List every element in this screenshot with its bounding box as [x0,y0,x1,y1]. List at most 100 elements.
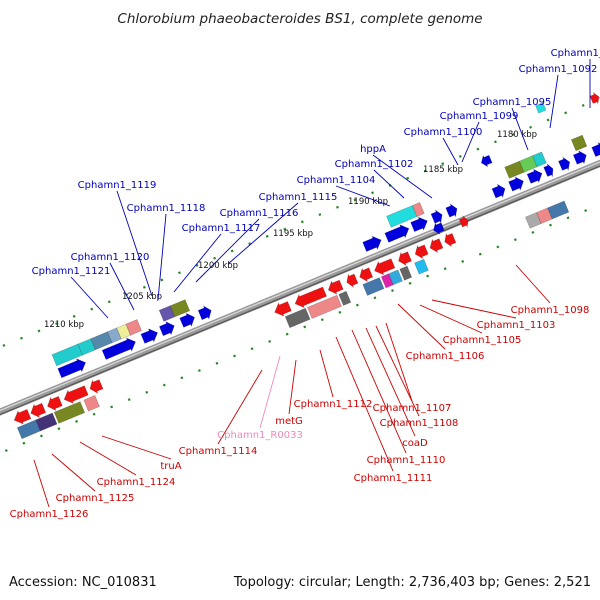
gene-box-small [535,102,547,114]
gene-label-cphamn1-1115[interactable]: Cphamn1_1115 [259,192,338,203]
gene-box-lower [307,294,342,319]
tick-mark [55,322,59,326]
gene-label-cphamn1-1098[interactable]: Cphamn1_1098 [511,305,590,316]
gene-arrow-forward [430,209,443,225]
tick-mark [318,213,322,216]
tick-mark [458,154,462,158]
tick-mark [564,111,568,115]
gene-arrow-reverse [359,267,374,283]
gene-box-lower [83,395,100,412]
leader-line [442,137,459,166]
gene-label-cphamn1-1121[interactable]: Cphamn1_1121 [32,266,111,277]
gene-arrow-forward [384,224,410,243]
lower-tick-track [4,209,588,452]
gene-label-cphamn1-1099[interactable]: Cphamn1_1099 [440,111,519,122]
gene-label-cphamn1-1124[interactable]: Cphamn1_1124 [97,477,176,488]
tick-mark [180,376,184,380]
gene-label-cphamn1-1111[interactable]: Cphamn1_1111 [354,473,433,484]
tick-mark [531,230,535,234]
gene-box-lower [338,290,352,306]
tick-mark [233,354,236,358]
gene-arrow-forward [362,235,382,252]
leader-line [157,213,167,301]
leader-line [335,336,394,472]
gene-label-cphamn1-1118[interactable]: Cphamn1_1118 [127,203,206,214]
tick-mark [478,252,482,256]
gene-box-upper [169,299,191,318]
tick-mark [566,216,570,220]
leader-line [79,441,137,476]
gene-arrow-forward [101,337,136,360]
tick-mark [248,242,252,246]
gene-label-cphamn1-1104[interactable]: Cphamn1_1104 [297,175,376,186]
gene-box-upper [412,202,425,217]
map-title: Chlorobium phaeobacteroides BS1, complet… [117,11,482,27]
tick-mark [160,278,164,282]
leader-line [511,107,529,151]
gene-label-cphamn1-1102[interactable]: Cphamn1_1102 [335,159,414,170]
tick-mark [426,274,430,278]
tick-mark [178,271,181,275]
gene-arrow-reverse [47,396,63,412]
tick-mark [22,441,26,445]
gene-arrow-reverse [398,251,412,267]
gene-arrow-forward [140,328,158,344]
gene-label-cphamn1-1126[interactable]: Cphamn1_1126 [10,509,89,520]
tick-mark [546,118,550,122]
leader-line [33,459,50,508]
kbp-label-1180: 1180 kbp [497,130,537,140]
gene-label-cphamn1-1095[interactable]: Cphamn1_1095 [473,97,552,108]
gene-label-metg[interactable]: metG [275,416,303,427]
gene-arrow-small [433,222,445,235]
tick-mark [39,434,43,438]
leader-line [397,303,446,350]
gene-label-cphamn1-1087[interactable]: Cphamn1_1087 [551,48,600,59]
leader-line [335,185,391,207]
gene-label-cphamn1-1092[interactable]: Cphamn1_1092 [519,64,598,75]
gene-label-cphamn1-1112[interactable]: Cphamn1_1112 [294,399,373,410]
gene-arrow-reverse [13,409,32,425]
leader-line [373,169,405,199]
gene-label-cphamn1-1106[interactable]: Cphamn1_1106 [406,351,485,362]
gene-label-cphamn1-1110[interactable]: Cphamn1_1110 [367,455,446,466]
tick-mark [110,405,114,409]
gene-label-cphamn1-1116[interactable]: Cphamn1_1116 [220,208,299,219]
gene-arrow-forward [558,156,571,172]
gene-box-upper [532,151,547,168]
tick-mark [320,318,324,322]
gene-arrow-reverse [327,279,344,295]
gene-label-cphamn1-1120[interactable]: Cphamn1_1120 [71,252,150,263]
tick-mark [441,162,445,166]
gene-arrow-reverse [374,258,396,276]
tick-mark [2,343,6,347]
leader-line [288,359,297,415]
gene-label-cphamn1-1119[interactable]: Cphamn1_1119 [78,180,157,191]
gene-label-cphamn1-1114[interactable]: Cphamn1_1114 [179,446,258,457]
gene-label-cphamn1-1100[interactable]: Cphamn1_1100 [404,127,483,138]
gene-label-cphamn1-r0033[interactable]: Cphamn1_R0033 [217,430,303,441]
gene-label-hppa[interactable]: hppA [360,144,386,155]
gene-arrow-small [589,91,600,105]
gene-box-upper [125,319,142,336]
gene-label-cphamn1-1103[interactable]: Cphamn1_1103 [477,320,556,331]
gene-label-cphamn1-1105[interactable]: Cphamn1_1105 [443,335,522,346]
tick-mark [373,296,377,300]
tick-mark [443,267,447,271]
gene-label-cphamn1-1117[interactable]: Cphamn1_1117 [182,223,261,234]
tick-mark [72,314,76,318]
gene-label-coad[interactable]: coaD [402,438,428,449]
backbone-highlight [0,161,600,412]
gene-label-cphamn1-1107[interactable]: Cphamn1_1107 [373,403,452,414]
leader-line [515,264,551,304]
tick-mark [20,336,23,340]
kbp-label-1190: 1190 kbp [348,197,388,207]
tick-mark [408,281,412,285]
gene-label-cphamn1-1108[interactable]: Cphamn1_1108 [380,418,459,429]
tick-mark [213,256,217,260]
gene-label-cphamn1-1125[interactable]: Cphamn1_1125 [56,493,135,504]
gene-box-upper [570,134,588,152]
gene-box-lower [547,200,570,220]
gene-label-trua[interactable]: truA [160,461,181,472]
gene-box-lower [35,412,58,432]
gene-arrow-reverse [274,301,292,317]
